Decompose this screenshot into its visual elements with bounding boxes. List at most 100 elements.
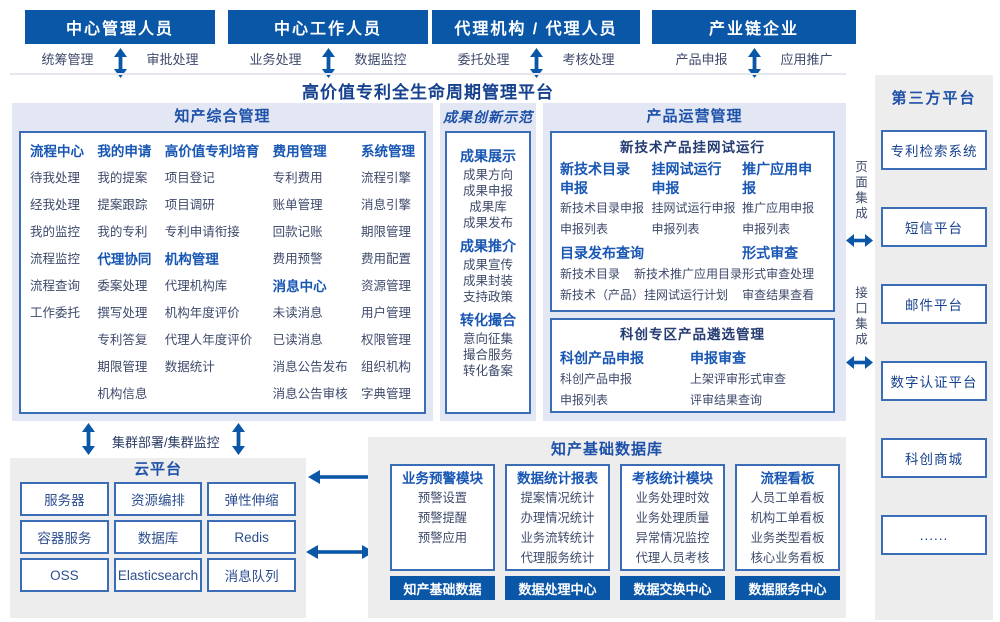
third-party-system: ......	[881, 515, 987, 555]
menu-item: 评审结果查询	[690, 393, 763, 407]
menu-items: 挂网试运行申报申报列表	[652, 198, 743, 240]
data-center-bar: 知产基础数据	[390, 576, 495, 600]
menu-group-header: 代理协同	[97, 252, 152, 267]
cloud-service: 弹性伸缩	[207, 482, 296, 516]
third-party-system: 邮件平台	[881, 284, 987, 324]
menu-item: 数据统计	[164, 360, 215, 374]
menu-item: 形式审查处理	[742, 267, 815, 281]
menu-item: 项目登记	[164, 171, 215, 185]
ip-column: 我的申请 我的提案提案跟踪我的专利 代理协同 委案处理撰写处理专利答复期限管理机…	[97, 138, 151, 408]
menu-item: 消息引擎	[360, 198, 411, 212]
menu-items: 专利费用账单管理回款记账费用预警	[273, 165, 348, 273]
menu-group-header: 挂网试运行申报	[651, 161, 722, 196]
module-item: 业务处理时效	[635, 491, 710, 505]
platform-top-divider	[10, 73, 846, 75]
menu-item: 申报列表	[651, 222, 700, 236]
vertical-double-arrow-icon	[82, 423, 95, 455]
menu-item: 申报列表	[560, 222, 609, 236]
third-party-system: 短信平台	[881, 207, 987, 247]
catalog-query-block: 目录发布查询 新技术目录新技术推广应用目录 新技术（产品）挂网试运行计划	[560, 242, 742, 306]
cloud-service: Elasticsearch	[113, 558, 203, 592]
sub-box-title: 科创专区产品遴选管理	[620, 327, 765, 342]
panel-database: 知产基础数据库 业务预警模块 预警设置预警提醒预警应用 知产基础数据 数据统计报…	[368, 437, 846, 618]
menu-item: 已读消息	[272, 333, 323, 347]
menu-item: 新技术目录	[560, 267, 621, 281]
menu-item: 专利申请衔接	[164, 225, 240, 239]
cluster-label: 集群部署/集群监控	[112, 435, 220, 450]
actor-block-center-staff: 中心工作人员 业务处理 数据监控	[228, 10, 428, 78]
menu-item: 成果宣传	[462, 258, 513, 272]
module-items: 业务处理时效业务处理质量异常情况监控代理人员考核	[622, 488, 723, 568]
module-header: 数据统计报表	[517, 471, 598, 486]
menu-items: 我的提案提案跟踪我的专利	[97, 165, 151, 246]
menu-group-header: 新技术目录申报	[560, 161, 630, 196]
menu-item: 组织机构	[360, 360, 411, 374]
menu-item: 字典管理	[360, 387, 411, 401]
menu-item: 成果方向	[462, 168, 513, 182]
actor-bar: 代理机构 / 代理人员	[432, 10, 640, 44]
menu-item: 意向征集	[462, 332, 513, 346]
module-header: 业务预警模块	[402, 471, 483, 486]
left-arrow-icon	[308, 470, 374, 484]
ip-column: 费用管理 专利费用账单管理回款记账费用预警 消息中心 未读消息已读消息消息公告发…	[273, 138, 348, 408]
po-column: 申报审查 上架评审形式审查评审结果查询	[690, 347, 820, 411]
sub-box-title: 新技术产品挂网试运行	[620, 140, 765, 155]
panel-title: 成果创新示范	[443, 109, 533, 125]
third-party-list: 专利检索系统短信平台邮件平台数字认证平台科创商城......	[881, 130, 987, 555]
menu-group-header: 申报审查	[690, 350, 746, 366]
menu-item: 我的专利	[97, 225, 148, 239]
menu-items: 意向征集撮合服务转化备案	[463, 331, 513, 379]
panel-third-party: 第三方平台 专利检索系统短信平台邮件平台数字认证平台科创商城......	[875, 75, 993, 620]
module-item: 提案情况统计	[520, 491, 595, 505]
module-item: 核心业务看板	[750, 551, 825, 565]
menu-item: 申报列表	[560, 393, 609, 407]
module-item: 业务流转统计	[520, 531, 595, 545]
menu-items: 成果方向成果申报成果库成果发布	[463, 167, 513, 231]
menu-items: 项目登记项目调研专利申请衔接	[165, 165, 260, 246]
trial-bottom-row: 目录发布查询 新技术目录新技术推广应用目录 新技术（产品）挂网试运行计划 形式审…	[552, 240, 833, 306]
panel-title: 知产基础数据库	[550, 441, 663, 458]
action-label: 应用推广	[780, 51, 833, 67]
menu-items: 新技术目录新技术推广应用目录	[560, 264, 742, 285]
third-party-system: 数字认证平台	[881, 361, 987, 401]
formal-review-block: 形式审查 形式审查处理审查结果查看	[742, 242, 825, 306]
menu-group: 成果展示 成果方向成果申报成果库成果发布	[460, 141, 516, 231]
menu-item: 新技术推广应用目录	[634, 267, 743, 281]
actor-bar: 中心工作人员	[228, 10, 428, 44]
menu-item: 费用预警	[272, 252, 323, 266]
database-module: 流程看板 人员工单看板机构工单看板业务类型看板核心业务看板 数据服务中心	[735, 464, 840, 600]
action-label: 业务处理	[249, 51, 302, 67]
action-label: 委托处理	[457, 51, 510, 67]
menu-item: 机构信息	[97, 387, 148, 401]
menu-item: 消息公告发布	[272, 360, 348, 374]
module-header: 考核统计模块	[632, 471, 713, 486]
menu-item: 资源管理	[360, 279, 411, 293]
actor-bar: 产业链企业	[652, 10, 856, 44]
module-items: 提案情况统计办理情况统计业务流转统计代理服务统计	[507, 488, 608, 568]
menu-item: 撰写处理	[97, 306, 148, 320]
menu-item: 申报列表	[742, 222, 791, 236]
menu-item: 支持政策	[462, 290, 513, 304]
horizontal-double-arrow-icon	[846, 356, 873, 369]
menu-group-header: 形式审查	[742, 245, 799, 261]
cloud-service: 资源编排	[113, 482, 203, 516]
actor-actions: 产品申报 应用推广	[652, 44, 856, 78]
menu-item: 成果申报	[462, 184, 513, 198]
menu-item: 审查结果查看	[742, 288, 815, 302]
ip-column: 系统管理 流程引擎消息引擎期限管理费用配置资源管理用户管理权限管理组织机构字典管…	[361, 138, 415, 408]
menu-item: 期限管理	[97, 360, 148, 374]
database-module: 考核统计模块 业务处理时效业务处理质量异常情况监控代理人员考核 数据交换中心	[620, 464, 725, 600]
menu-item: 委案处理	[97, 279, 148, 293]
platform-title: 高价值专利全生命周期管理平台	[302, 83, 554, 102]
menu-item: 推广应用申报	[742, 201, 815, 215]
menu-items: 委案处理撰写处理专利答复期限管理机构信息	[97, 273, 151, 408]
menu-group-header: 科创产品申报	[560, 350, 644, 366]
achievements-box: 成果展示 成果方向成果申报成果库成果发布 成果推介 成果宣传成果封装支持政策 转…	[445, 131, 531, 414]
po-column: 推广应用申报 推广应用申报申报列表	[742, 160, 825, 240]
menu-items: 待我处理经我处理我的监控流程监控流程查询工作委托	[30, 165, 84, 327]
panel-achievements: 成果创新示范 成果展示 成果方向成果申报成果库成果发布 成果推介 成果宣传成果封…	[440, 103, 536, 421]
menu-item: 专利答复	[97, 333, 148, 347]
